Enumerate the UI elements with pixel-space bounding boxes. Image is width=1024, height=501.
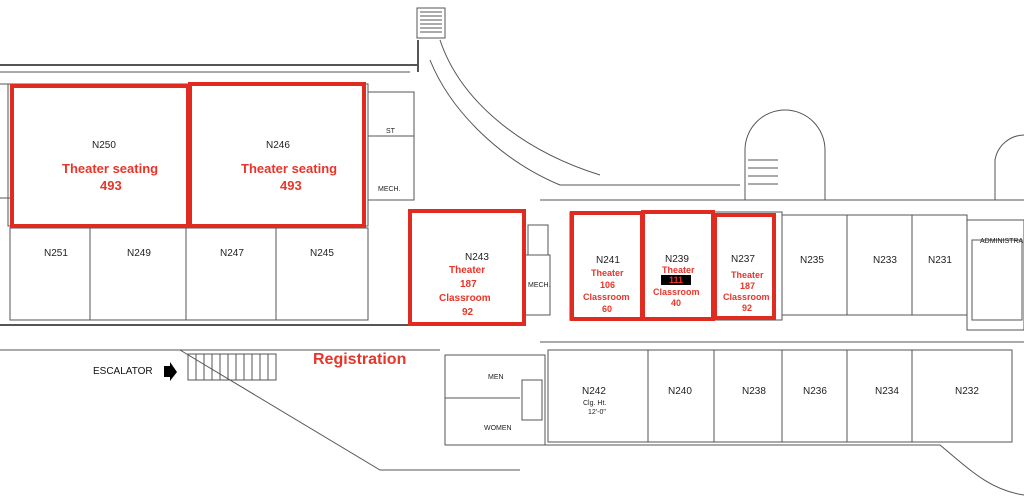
room-n250-capacity: 493 [100, 178, 122, 193]
room-n233: N233 [873, 255, 897, 266]
room-n243-number: N243 [465, 252, 489, 263]
room-n245: N245 [310, 248, 334, 259]
escalator [179, 349, 520, 471]
room-n239-line1: Theater [662, 265, 695, 275]
mech-label-2: MECH. [378, 186, 401, 193]
room-n246-capacity: 493 [280, 178, 302, 193]
room-n240: N240 [668, 386, 692, 397]
room-n237-line2: 187 [740, 281, 756, 291]
room-n236: N236 [803, 386, 827, 397]
room-n239-line4: 40 [671, 298, 682, 308]
room-n243-line4: 92 [462, 307, 474, 318]
room-n247: N247 [220, 248, 244, 259]
mech-label: MECH. [528, 282, 551, 289]
room-n241-number: N241 [596, 255, 620, 266]
room-n242-note1: Clg. Ht. [583, 400, 607, 407]
room-n241-line1: Theater [591, 268, 624, 278]
room-n246-desc: Theater seating [241, 161, 338, 176]
restroom-men-label: MEN [488, 374, 504, 381]
room-n243-line2: 187 [460, 279, 477, 290]
top-stairs [416, 7, 446, 39]
room-n237-line4: 92 [742, 303, 753, 313]
room-n231: N231 [928, 255, 952, 266]
room-n239-line3: Classroom [653, 287, 700, 297]
room-n237-line1: Theater [731, 270, 764, 280]
room-n243-line3: Classroom [439, 293, 491, 304]
room-n234: N234 [875, 386, 899, 397]
room-n251: N251 [44, 248, 68, 259]
room-n241-line2: 106 [600, 280, 616, 290]
room-n243-line1: Theater [449, 265, 486, 276]
room-n241-line4: 60 [602, 304, 613, 314]
room-n239-line2: 111 [661, 275, 691, 286]
room-n242-number: N242 [582, 386, 606, 397]
room-n250-desc: Theater seating [62, 161, 159, 176]
room-n237-number: N237 [731, 254, 755, 265]
registration-label: Registration [313, 351, 407, 368]
room-n237-line3: Classroom [723, 292, 770, 302]
escalator-label: ESCALATOR [93, 366, 153, 377]
room-n242-note2: 12'-0" [588, 409, 606, 416]
room-n241-line3: Classroom [583, 292, 630, 302]
room-n250-number: N250 [92, 140, 116, 151]
room-n239-number: N239 [665, 254, 689, 265]
room-n238: N238 [742, 386, 766, 397]
room-n232: N232 [955, 386, 979, 397]
admin-label: ADMINISTRA [980, 238, 1024, 245]
storage-label: ST [386, 128, 395, 135]
room-n246-number: N246 [266, 140, 290, 151]
room-n249: N249 [127, 248, 151, 259]
restroom-women-label: WOMEN [484, 425, 512, 432]
room-n235: N235 [800, 255, 824, 266]
